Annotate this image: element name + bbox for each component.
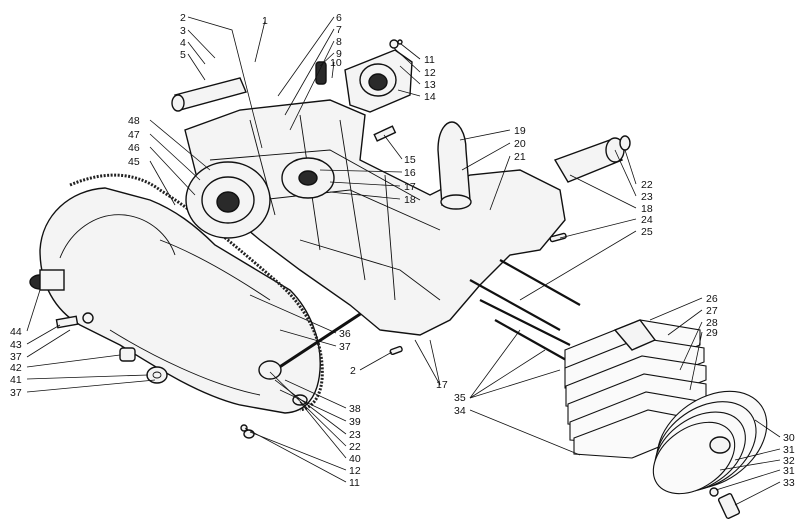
side-cover <box>39 187 321 414</box>
callout-label: 30 <box>783 432 795 444</box>
callout-label: 17 <box>404 181 416 193</box>
callout-label: 3 <box>180 25 186 37</box>
callout-label: 6 <box>336 12 342 24</box>
callout-label: 12 <box>424 67 436 79</box>
callout-label: 10 <box>330 57 342 69</box>
callout-label: 8 <box>336 36 342 48</box>
callout-label: 19 <box>514 125 526 137</box>
callout-label: 7 <box>336 24 342 36</box>
callout-label: 23 <box>641 191 653 203</box>
callout-labels: 2 3 4 5 1 6 7 8 9 10 11 12 13 14 48 47 4… <box>10 12 795 489</box>
callout-label: 18 <box>641 203 653 215</box>
callout-label: 47 <box>128 129 140 141</box>
callout-label: 37 <box>10 351 22 363</box>
callout-label: 37 <box>339 341 351 353</box>
callout-label: 27 <box>706 305 718 317</box>
callout-label: 34 <box>454 405 466 417</box>
callout-label: 14 <box>424 91 436 103</box>
callout-label: 44 <box>10 326 22 338</box>
bullet-part <box>437 121 471 206</box>
callout-label: 31 <box>783 465 795 477</box>
callout-label: 20 <box>514 138 526 150</box>
callout-label: 5 <box>180 49 186 61</box>
callout-label: 21 <box>514 151 526 163</box>
leader-lines <box>26 16 781 506</box>
callout-label: 29 <box>706 327 718 339</box>
callout-label: 18 <box>404 194 416 206</box>
callout-label: 2 <box>180 12 186 24</box>
callout-label: 11 <box>349 477 360 489</box>
callout-label: 46 <box>128 142 140 154</box>
drive-chain <box>69 173 324 412</box>
callout-label: 39 <box>349 416 361 428</box>
callout-label: 13 <box>424 79 436 91</box>
callout-label: 22 <box>641 179 653 191</box>
engine-parts <box>29 39 768 519</box>
callout-label: 31 <box>783 444 795 456</box>
callout-label: 24 <box>641 214 653 226</box>
callout-label: 26 <box>706 293 718 305</box>
callout-label: 16 <box>404 167 416 179</box>
callout-label: 38 <box>349 403 361 415</box>
callout-label: 1 <box>262 15 268 27</box>
callout-label: 48 <box>128 115 140 127</box>
cylinder <box>564 319 707 459</box>
callout-label: 12 <box>349 465 361 477</box>
crankcase <box>184 99 566 336</box>
callout-label: 2 <box>350 365 356 377</box>
callout-label: 45 <box>128 156 140 168</box>
callout-label: 36 <box>339 328 351 340</box>
callout-label: 17 <box>436 379 448 391</box>
callout-label: 42 <box>10 362 22 374</box>
callout-label: 41 <box>10 374 22 386</box>
callout-label: 28 <box>706 317 718 329</box>
callout-label: 23 <box>349 429 361 441</box>
callout-label: 43 <box>10 339 22 351</box>
callout-label: 9 <box>336 48 342 60</box>
callout-label: 4 <box>180 37 186 49</box>
callout-label: 35 <box>454 392 466 404</box>
callout-label: 15 <box>404 154 416 166</box>
callout-label: 25 <box>641 226 653 238</box>
callout-label: 40 <box>349 453 361 465</box>
callout-label: 22 <box>349 441 361 453</box>
callout-label: 11 <box>424 54 435 66</box>
callout-label: 33 <box>783 477 795 489</box>
callout-label: 32 <box>783 455 795 467</box>
callout-label: 37 <box>10 387 22 399</box>
